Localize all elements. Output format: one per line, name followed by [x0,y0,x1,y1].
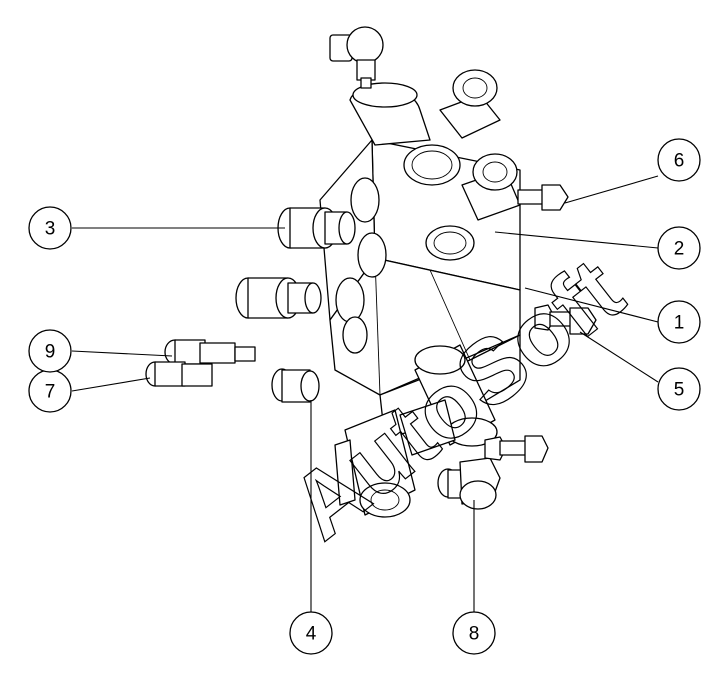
top-elbow-fitting [329,26,384,89]
fitting-4 [271,368,320,403]
elbow-fitting-7-9 [145,339,256,387]
lower-solenoid-left [334,399,456,518]
callout-5-label: 5 [674,380,685,401]
fitting-left-lower [235,277,322,319]
lower-solenoid-right [414,344,498,447]
fitting-8 [437,457,501,510]
bolt-5 [534,304,597,335]
fitting-2 [461,153,521,221]
bolt-6 [517,184,569,211]
callout-3: 3 [28,206,72,250]
callout-8-label: 8 [469,624,480,645]
callout-2: 2 [657,226,701,270]
callout-7: 7 [28,369,72,413]
fitting-3 [277,207,356,249]
callout-6-label: 6 [674,151,685,172]
callout-5: 5 [657,367,701,411]
callout-3-label: 3 [45,219,56,240]
fitting-top-right [439,69,501,139]
top-solenoid [349,82,431,146]
callout-9: 9 [28,329,72,373]
callout-4-label: 4 [306,624,317,645]
callout-6: 6 [657,138,701,182]
bolt-lower [484,435,549,463]
callout-1: 1 [657,300,701,344]
callout-8: 8 [452,611,496,655]
callout-2-label: 2 [674,239,685,260]
callout-1-label: 1 [674,313,685,334]
callout-4: 4 [289,611,333,655]
callout-9-label: 9 [45,342,56,363]
leader-lines [71,175,659,612]
callout-7-label: 7 [45,382,56,403]
